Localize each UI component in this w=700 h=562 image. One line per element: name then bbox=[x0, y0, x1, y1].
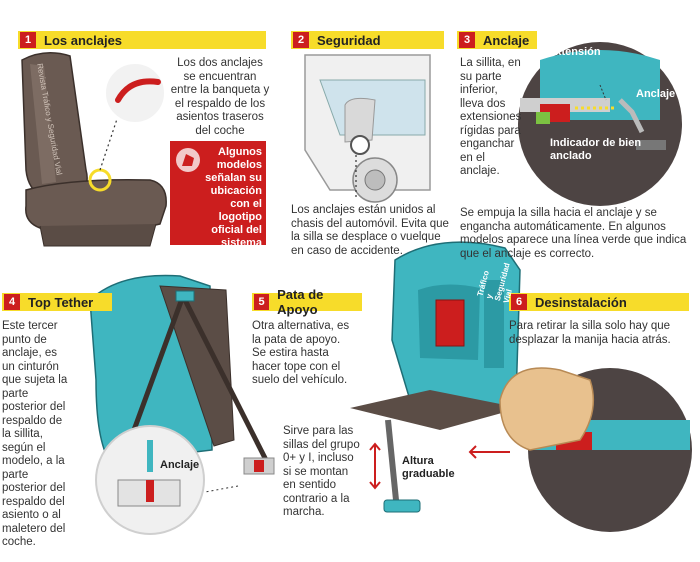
section-5-text: Otra alternativa, es la pata de apoyo. S… bbox=[252, 320, 350, 386]
label-altura: Altura graduable bbox=[402, 455, 455, 480]
section-number: 6 bbox=[511, 294, 527, 310]
section-number: 1 bbox=[20, 32, 36, 48]
top-tether-illustration bbox=[89, 274, 275, 535]
section-3-bottom-text: Se empuja la silla hacia el anclaje y se… bbox=[460, 207, 687, 260]
anchor-detail-illustration bbox=[518, 42, 682, 206]
label-indicador: Indicador de bien anclado bbox=[550, 137, 642, 162]
section-title: Pata de Apoyo bbox=[277, 287, 324, 317]
child-seat-illustration bbox=[350, 241, 521, 513]
section-number: 4 bbox=[4, 294, 20, 310]
hand-release-illustration bbox=[468, 367, 692, 532]
section-2-header: 2 Seguridad bbox=[291, 31, 444, 49]
section-title: Seguridad bbox=[317, 32, 381, 48]
section-number: 5 bbox=[254, 294, 270, 310]
car-seat-illustration bbox=[21, 52, 167, 247]
section-4-text: Este tercer punto de anclaje, es un cint… bbox=[2, 320, 68, 548]
section-title: Top Tether bbox=[28, 294, 94, 310]
car-body-illustration bbox=[304, 54, 431, 203]
label-anclaje-3: Anclaje bbox=[636, 88, 676, 100]
label-anclaje-4: Anclaje bbox=[160, 459, 200, 471]
section-2-text: Los anclajes están unidos al chasis del … bbox=[291, 204, 449, 257]
label-extension: Extensión bbox=[548, 46, 601, 58]
section-title: Los anclajes bbox=[44, 32, 123, 48]
section-number: 2 bbox=[293, 32, 309, 48]
section-4-header: 4 Top Tether bbox=[2, 293, 112, 311]
isofix-box-text: Algunos modelos señalan su ubicación con… bbox=[205, 146, 262, 262]
section-3-side-text: La sillita, en su parte inferior, lleva … bbox=[460, 57, 522, 177]
section-1-header: 1 Los anclajes bbox=[18, 31, 266, 49]
section-title: Desinstalación bbox=[535, 294, 627, 310]
section-3-header: 3 Anclaje bbox=[457, 31, 537, 49]
section-number: 3 bbox=[459, 32, 475, 48]
section-6-text: Para retirar la silla solo hay que despl… bbox=[509, 320, 671, 346]
section-6-header: 6 Desinstalación bbox=[509, 293, 689, 311]
section-5-group-text: Sirve para las sillas del grupo 0+ y I, … bbox=[283, 425, 360, 518]
section-1-text: Los dos anclajes se encuentran entre la … bbox=[170, 57, 270, 137]
section-5-header: 5 Pata de Apoyo bbox=[252, 287, 362, 317]
section-title: Anclaje bbox=[483, 32, 530, 48]
